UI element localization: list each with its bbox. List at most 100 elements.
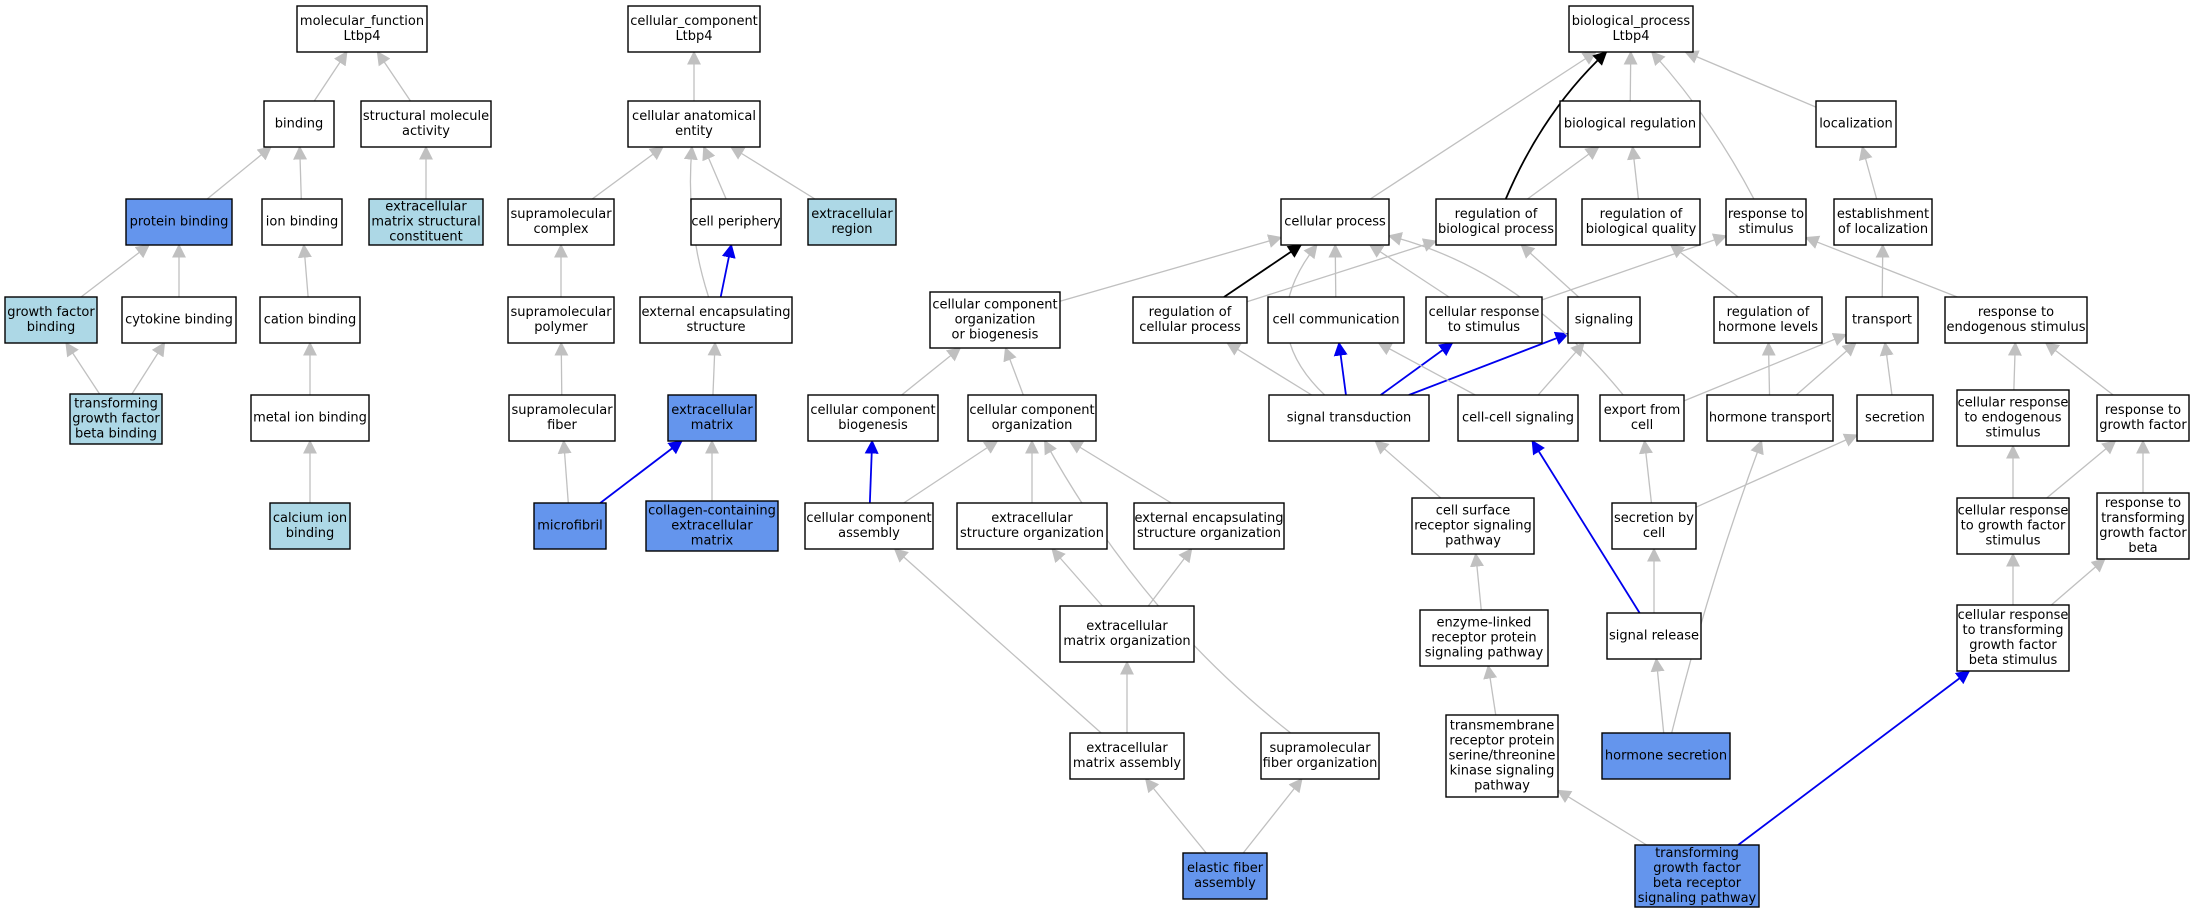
node-box: [627, 5, 761, 53]
node-box: [1411, 497, 1535, 555]
node-box: [261, 198, 343, 246]
node-cellular_process[interactable]: cellular process: [1280, 198, 1390, 246]
edge-rtes-to-rts: [1804, 235, 1958, 298]
node-box: [1435, 198, 1557, 246]
node-microfibril[interactable]: microfibril: [533, 502, 607, 550]
node-cation_binding[interactable]: cation binding: [259, 296, 361, 344]
node-cytokine_binding[interactable]: cytokine binding: [121, 296, 237, 344]
edge-sbc-to-secretion: [1695, 433, 1859, 508]
node-signal_release[interactable]: signal release: [1606, 612, 1702, 660]
node-hormone_transport[interactable]: hormone transport: [1706, 394, 1834, 442]
node-box: [1713, 296, 1823, 344]
node-box: [507, 296, 615, 344]
node-binding[interactable]: binding: [263, 100, 335, 148]
node-hormone_secretion[interactable]: hormone secretion: [1601, 732, 1731, 780]
node-box: [360, 100, 492, 148]
node-box: [929, 291, 1061, 349]
node-label-line: supramolecular: [511, 403, 613, 418]
node-label-line: polymer: [534, 320, 588, 335]
node-label-line: pathway: [1474, 779, 1530, 794]
node-sig_trans[interactable]: signal transduction: [1268, 394, 1430, 442]
node-ccs[interactable]: cell-cell signaling: [1457, 394, 1579, 442]
node-label-line: binding: [286, 526, 334, 541]
node-cell_periphery[interactable]: cell periphery: [690, 198, 782, 246]
node-box: [263, 100, 335, 148]
node-localization[interactable]: localization: [1815, 100, 1897, 148]
node-label-line: extracellular: [1086, 741, 1168, 756]
node-label-line: beta receptor: [1653, 876, 1742, 891]
node-cell_comm[interactable]: cell communication: [1267, 296, 1405, 344]
node-secretion[interactable]: secretion: [1856, 394, 1934, 442]
node-transport[interactable]: transport: [1845, 296, 1919, 344]
node-label-line: cellular component: [806, 511, 931, 526]
edge-rbp-to-bp: [1504, 51, 1608, 200]
node-protein_binding[interactable]: protein binding: [125, 198, 233, 246]
edge-hormone_transport-to-transport: [1795, 342, 1857, 396]
node-label-line: structure organization: [1137, 526, 1281, 541]
node-metal_ion[interactable]: metal ion binding: [250, 394, 370, 442]
node-label-line: to growth factor: [1961, 519, 2066, 534]
edge-rhl-to-rbq: [1669, 244, 1739, 298]
node-label-line: stimulus: [1985, 426, 2040, 441]
edge-transport-to-eol: [1875, 243, 1890, 298]
node-box: [508, 394, 616, 442]
node-label-line: biological quality: [1586, 222, 1697, 237]
node-box: [1280, 198, 1390, 246]
edge-crs-to-rts: [1541, 233, 1728, 301]
node-bio_reg[interactable]: biological regulation: [1559, 100, 1701, 148]
node-ion_binding[interactable]: ion binding: [261, 198, 343, 246]
node-label-line: extracellular: [671, 403, 753, 418]
edge-tgfbrsp-to-crtgfbs: [1737, 670, 1971, 846]
node-label-line: hormone levels: [1718, 320, 1818, 335]
node-signaling[interactable]: signaling: [1567, 296, 1641, 344]
node-label-line: cation binding: [264, 313, 357, 328]
node-label-line: collagen-containing: [648, 504, 776, 519]
